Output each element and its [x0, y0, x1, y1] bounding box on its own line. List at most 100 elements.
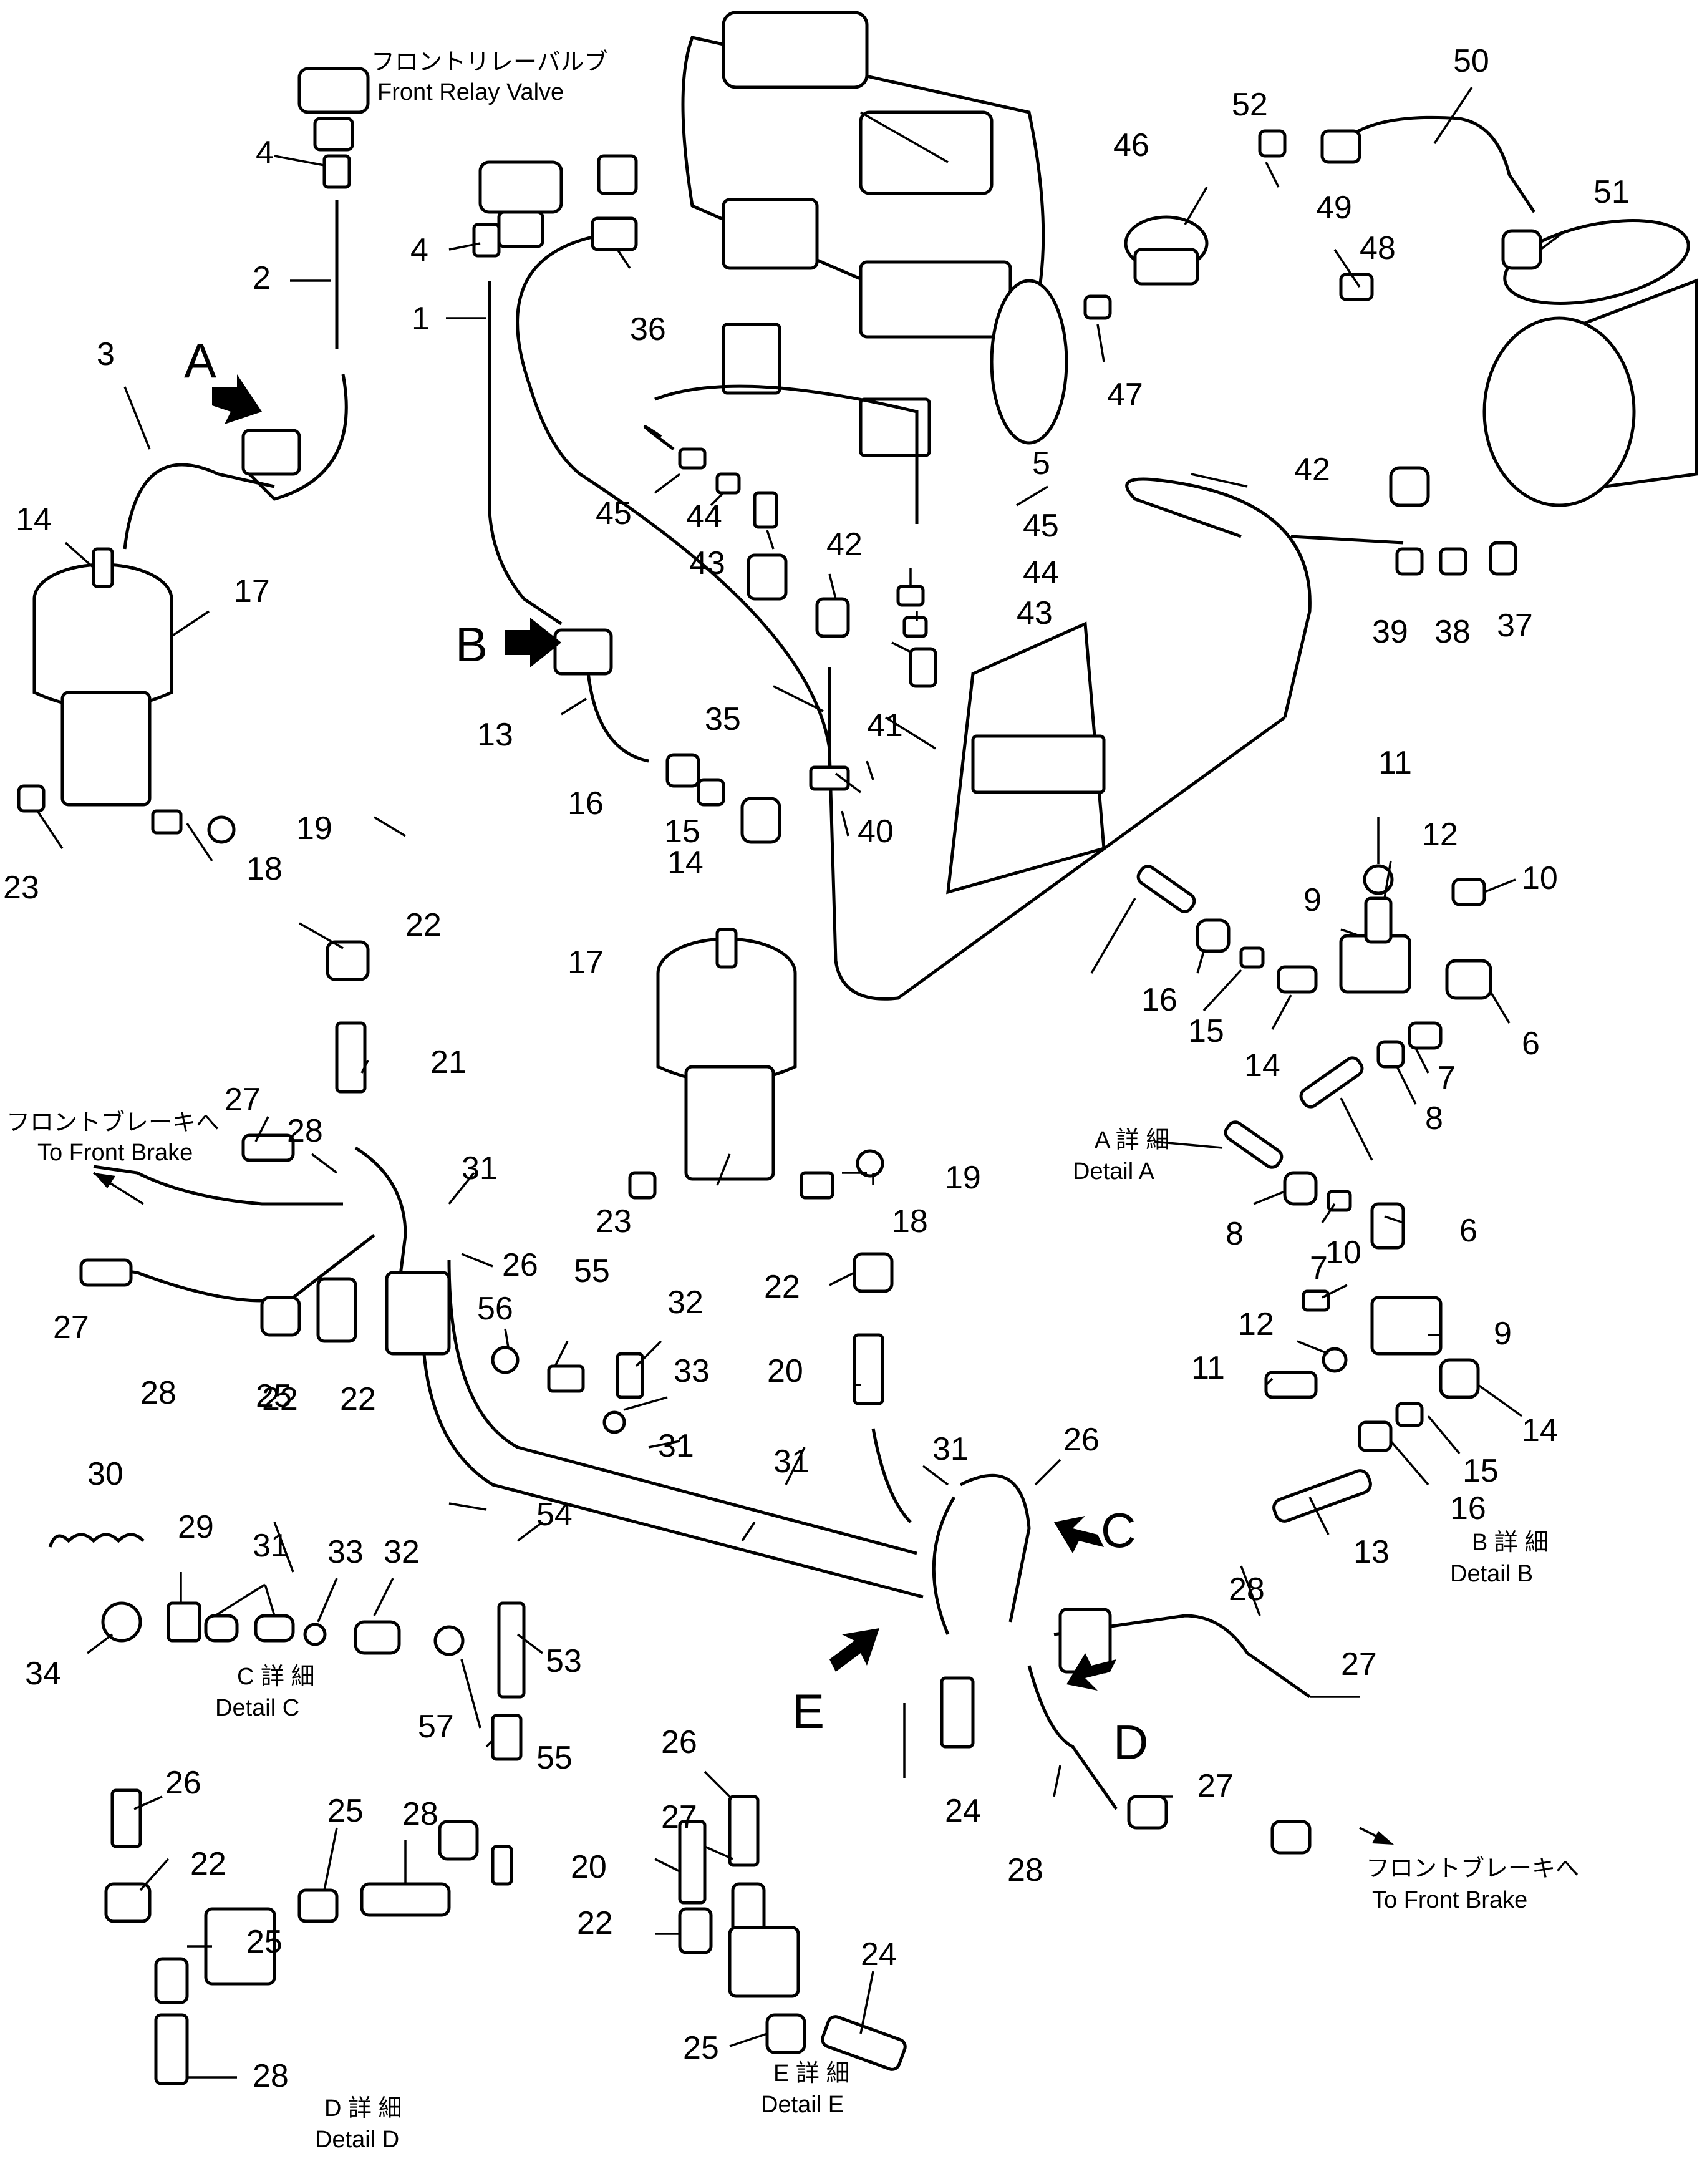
- part-number: 8: [1226, 1216, 1244, 1252]
- arrow-e-icon: [829, 1628, 879, 1672]
- arrow-a-icon: [212, 374, 262, 424]
- part-number: 46: [1113, 127, 1149, 163]
- part-number: 22: [262, 1381, 298, 1417]
- fittings: [17, 129, 1542, 1886]
- part-number: 11: [1191, 1350, 1225, 1386]
- part-number: 12: [1238, 1306, 1274, 1342]
- part-number: 13: [1353, 1534, 1390, 1570]
- arrow-c-icon: [1054, 1516, 1104, 1553]
- detail-b-label-en: Detail B: [1450, 1561, 1533, 1587]
- part-number: 25: [683, 2030, 719, 2066]
- part-number: 49: [1316, 190, 1352, 226]
- part-number: 44: [686, 498, 722, 535]
- part-number: 4: [410, 232, 428, 268]
- part-number: 14: [667, 845, 704, 881]
- relay-valve-second: [478, 160, 563, 248]
- part-number: 1: [412, 301, 430, 337]
- part-number: 33: [327, 1534, 364, 1570]
- part-number: 24: [861, 1936, 897, 1973]
- part-number: 50: [1453, 43, 1489, 79]
- part-number: 31: [658, 1428, 694, 1464]
- part-number: 32: [384, 1534, 420, 1570]
- part-number: 22: [190, 1846, 226, 1882]
- part-number: 27: [1341, 1646, 1377, 1682]
- part-number: 25: [256, 1378, 292, 1414]
- part-number: 39: [1372, 614, 1408, 650]
- part-number: 28: [253, 2058, 289, 2094]
- part-number: 16: [1141, 982, 1177, 1018]
- part-number: 10: [1522, 860, 1558, 896]
- detail-e-parts: [678, 1795, 907, 2071]
- part-number: 28: [1229, 1571, 1265, 1608]
- part-number: 32: [667, 1284, 704, 1321]
- arrow-b-icon: [505, 618, 561, 667]
- part-number: 7: [1438, 1060, 1456, 1096]
- part-number: 35: [705, 701, 741, 737]
- part-number: 52: [1232, 87, 1268, 123]
- part-number: 8: [1425, 1100, 1443, 1137]
- part-number: 11: [1378, 745, 1412, 781]
- front-relay-valve-caption-en: Front Relay Valve: [377, 79, 564, 105]
- part-numbers: 1 2 3 4 4 5 6 6 7 7 8 8 9 9 10 10 11 11 …: [3, 43, 1630, 2094]
- part-number: 42: [826, 527, 863, 563]
- part-number: 43: [689, 545, 725, 581]
- part-number: 42: [1294, 452, 1330, 488]
- part-number: 27: [661, 1799, 697, 1835]
- detail-c-label-jp: C 詳 細: [237, 1664, 315, 1690]
- part-number: 16: [1450, 1490, 1486, 1526]
- leader-lines: [36, 87, 1567, 2079]
- detail-letter-e: E: [792, 1684, 824, 1739]
- detail-d-label-en: Detail D: [315, 2127, 399, 2153]
- front-relay-valve-top: [297, 67, 370, 152]
- part-number: 47: [1107, 377, 1143, 413]
- part-number: 25: [246, 1924, 283, 1960]
- part-number: 23: [596, 1203, 632, 1240]
- hoses-and-tubes: [93, 115, 1536, 1810]
- air-tank-assembly: [681, 11, 1068, 457]
- part-number: 27: [225, 1082, 261, 1118]
- part-number: 55: [536, 1740, 573, 1776]
- part-number: 28: [140, 1375, 176, 1411]
- part-number: 12: [1422, 817, 1458, 853]
- detail-letter-a: A: [184, 333, 216, 388]
- part-number: 2: [253, 260, 271, 296]
- part-number: 20: [767, 1353, 803, 1389]
- part-number: 25: [327, 1793, 364, 1829]
- to-front-brake-right-jp: フロントブレーキへ: [1366, 1856, 1579, 1882]
- part-number: 31: [253, 1528, 289, 1564]
- part-number: 14: [16, 502, 52, 538]
- captions: フロントリレーバルブ Front Relay Valve フロントブレーキへ T…: [6, 49, 1579, 2153]
- part-number: 9: [1303, 882, 1322, 918]
- detail-d-label-jp: D 詳 細: [324, 2095, 402, 2122]
- part-number: 14: [1522, 1412, 1558, 1449]
- part-number: 6: [1459, 1213, 1477, 1249]
- part-number: 20: [571, 1849, 607, 1885]
- part-number: 19: [945, 1160, 981, 1196]
- part-number: 45: [1023, 508, 1059, 544]
- part-number: 41: [867, 707, 903, 744]
- part-number: 18: [246, 851, 283, 887]
- part-number: 40: [858, 813, 894, 850]
- part-number: 48: [1360, 230, 1396, 266]
- part-number: 45: [596, 495, 632, 531]
- detail-a-label-en: Detail A: [1073, 1158, 1155, 1185]
- detail-e-label-jp: E 詳 細: [773, 2060, 849, 2087]
- part-number: 33: [674, 1353, 710, 1389]
- part-number: 28: [402, 1796, 438, 1832]
- detail-d-parts: [104, 1788, 451, 2085]
- part-number: 53: [546, 1643, 582, 1679]
- brake-chamber-left: [32, 547, 173, 807]
- part-number: 7: [1310, 1250, 1328, 1286]
- direction-arrows: [93, 374, 1394, 1845]
- part-number: 55: [574, 1253, 610, 1289]
- part-number: 15: [664, 813, 700, 850]
- part-number: 16: [568, 785, 604, 822]
- part-number: 44: [1023, 555, 1059, 591]
- part-number: 13: [477, 717, 513, 753]
- check-valve-46: [1124, 215, 1209, 286]
- part-number: 28: [287, 1113, 323, 1149]
- arrow-d-icon: [1066, 1653, 1116, 1691]
- part-number: 23: [3, 870, 39, 906]
- part-number: 15: [1463, 1453, 1499, 1489]
